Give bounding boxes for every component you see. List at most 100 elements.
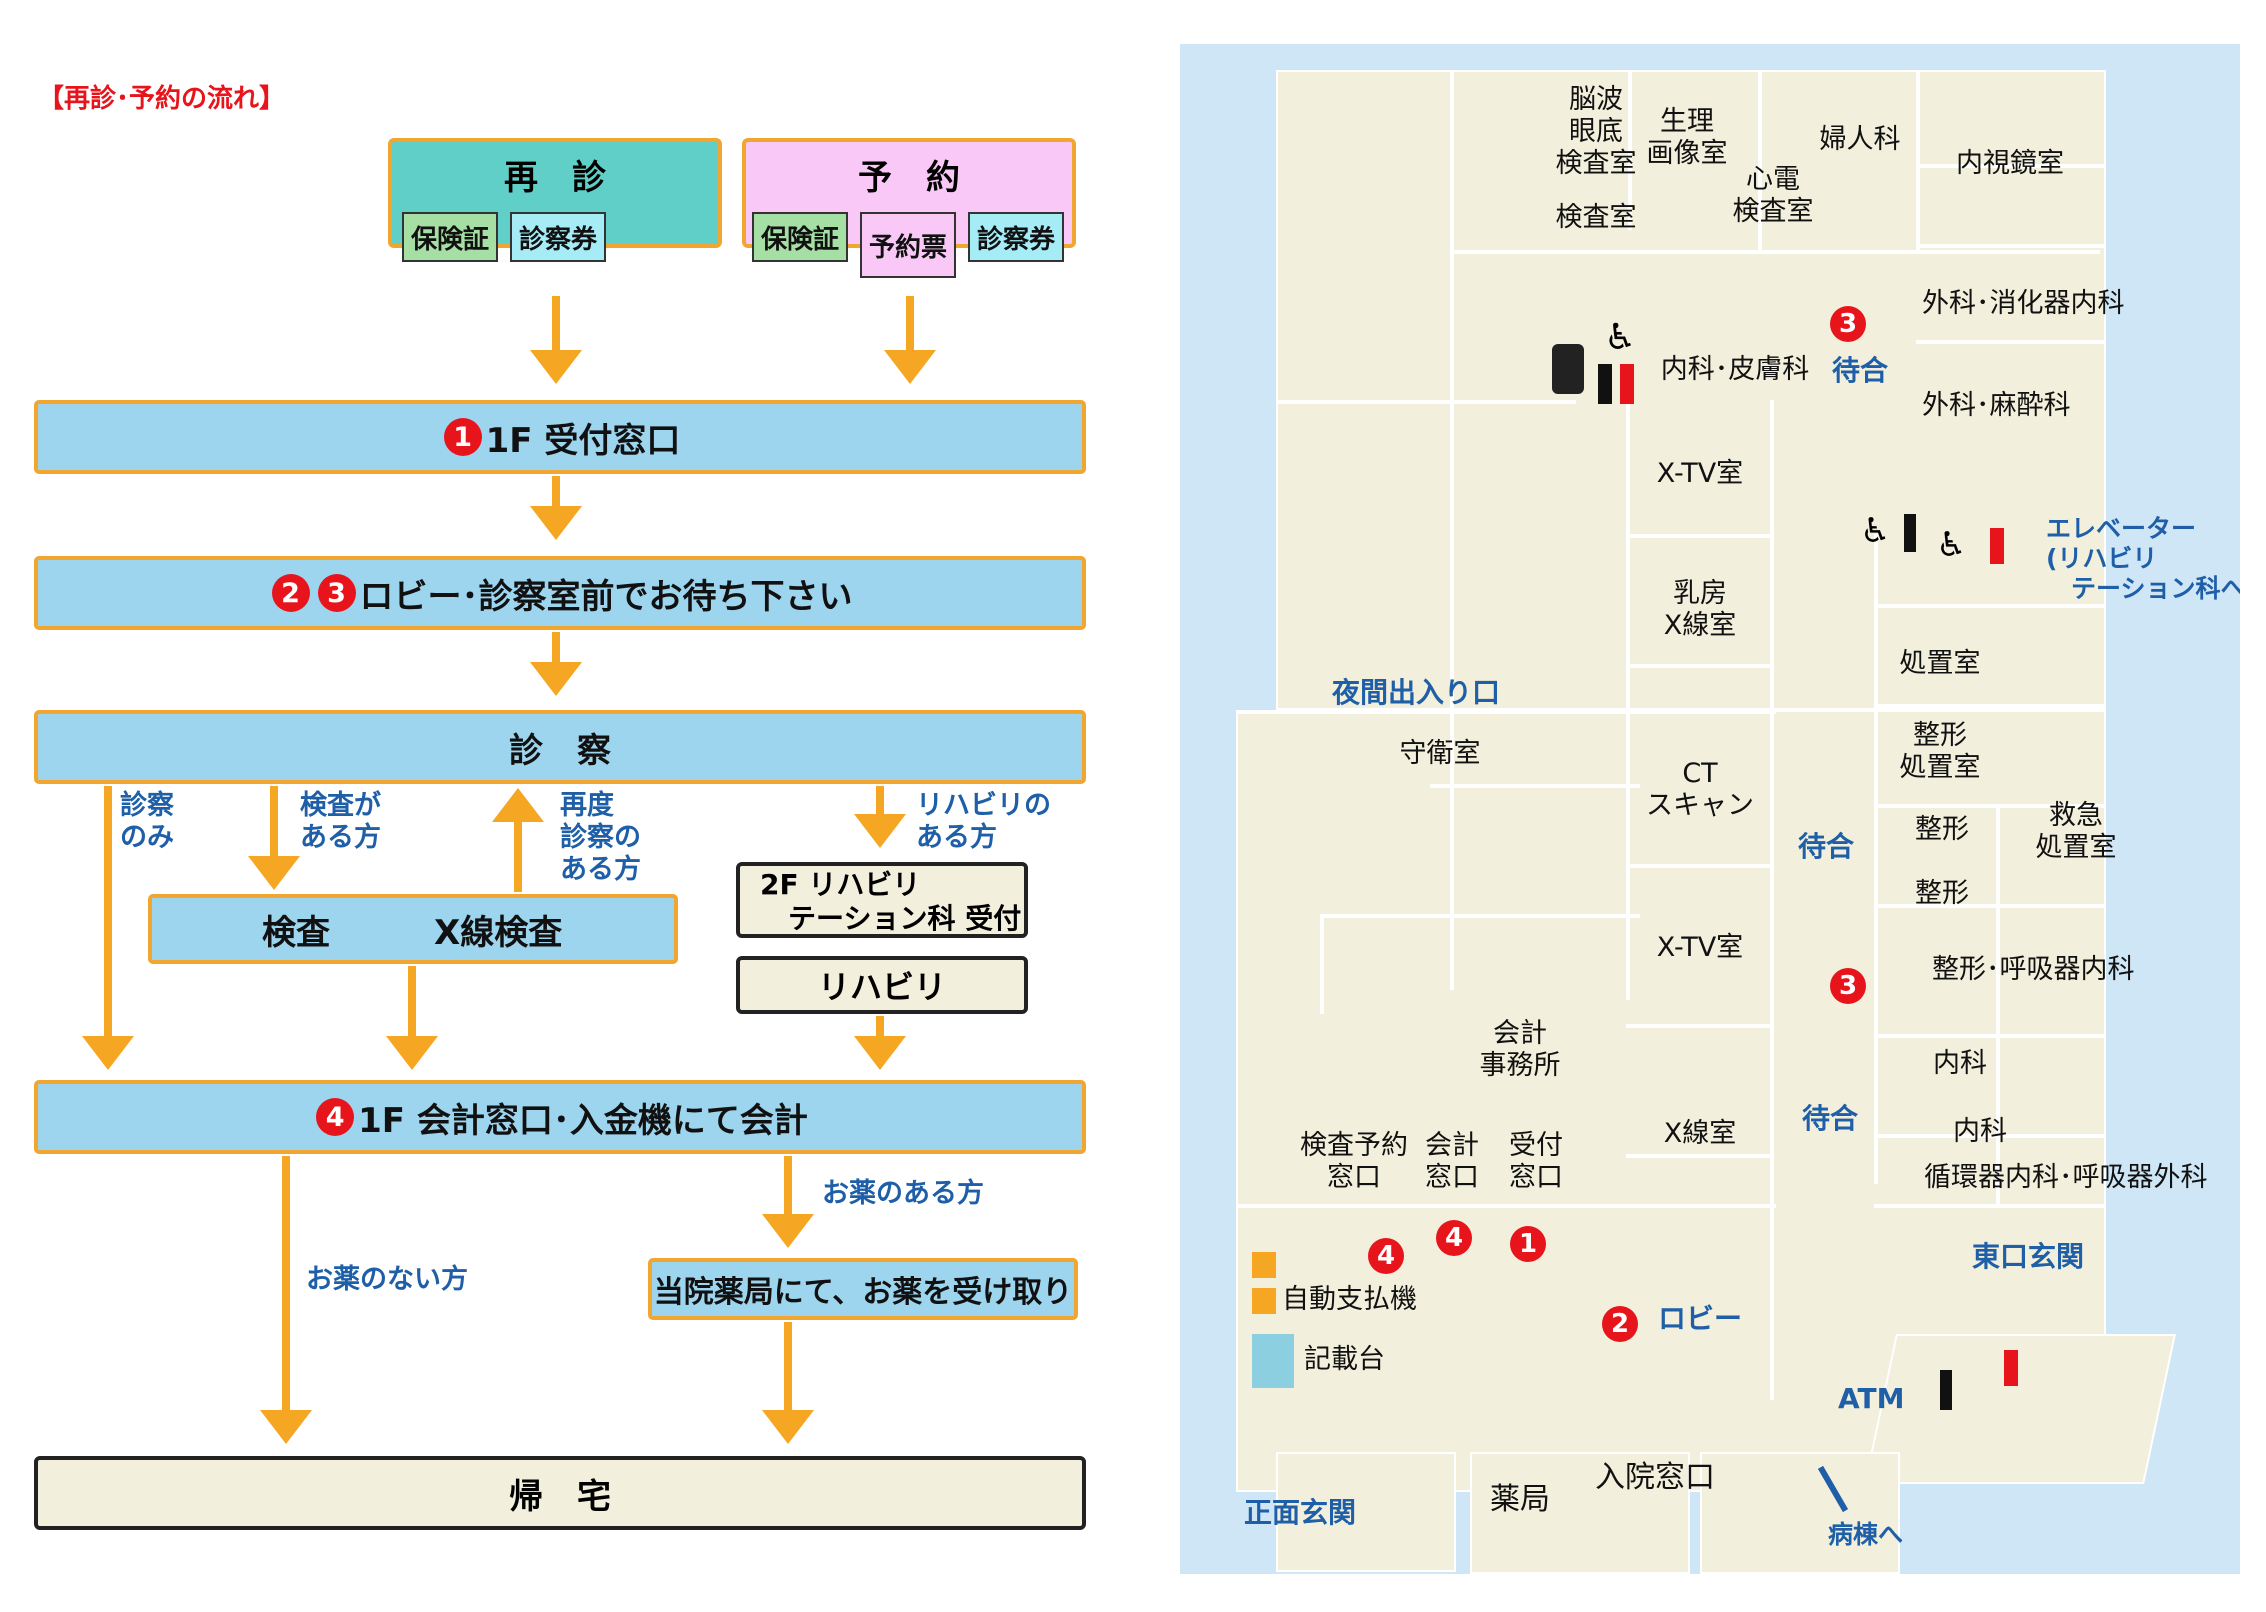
room-naika1: 内科 bbox=[1933, 1048, 1987, 1079]
room-shochi: 処置室 bbox=[1899, 648, 1981, 679]
step-number-2: 2 bbox=[271, 574, 310, 612]
room-seikei-kokyuki: 整形･呼吸器内科 bbox=[1932, 954, 2135, 985]
room-uketsuke-madoguchi: 受付 窓口 bbox=[1509, 1130, 1563, 1193]
room-nyubo: 乳房 X線室 bbox=[1663, 578, 1737, 641]
label-lobby: ロビー bbox=[1658, 1302, 1743, 1335]
arrow-down-icon bbox=[854, 814, 906, 848]
label-machiai-2: 待合 bbox=[1798, 830, 1855, 863]
room-naika-hifu: 内科･皮膚科 bbox=[1660, 354, 1810, 385]
label-elevator: エレベーター (リハビリ テーション科へ) bbox=[2046, 514, 2240, 603]
step1-text: 1F 受付窓口 bbox=[485, 420, 681, 461]
arrow-down-icon bbox=[530, 506, 582, 540]
rehab-reception-text: 2F リハビリ テーション科 受付 bbox=[760, 868, 1022, 935]
room-ct: CT スキャン bbox=[1646, 758, 1754, 821]
female-toilet-icon bbox=[1620, 364, 1634, 404]
label-higashi: 東口玄関 bbox=[1972, 1240, 2085, 1273]
step-number-4: 4 bbox=[316, 1098, 355, 1136]
xsen-kensa-label: X線検査 bbox=[434, 912, 563, 953]
room-junkanki: 循環器内科･呼吸器外科 bbox=[1924, 1162, 2208, 1193]
room-xtv2: X-TV室 bbox=[1656, 932, 1744, 963]
marker-4-left: 4 bbox=[1368, 1238, 1404, 1274]
yoyaku-chip-hokensho: 保険証 bbox=[752, 212, 848, 262]
room-seikei-shochi: 整形 処置室 bbox=[1899, 720, 1981, 783]
arrow-down-icon bbox=[884, 350, 936, 384]
marker-4-right: 4 bbox=[1436, 1220, 1472, 1256]
marker-2: 2 bbox=[1602, 1306, 1638, 1342]
with-medicine-label: お薬のある方 bbox=[822, 1178, 984, 1209]
step-number-3: 3 bbox=[317, 574, 356, 612]
room-kaikei-madoguchi: 会計 窓口 bbox=[1425, 1130, 1479, 1193]
writing-desk-icon bbox=[1252, 1334, 1294, 1388]
room-xsen: X線室 bbox=[1663, 1118, 1737, 1149]
room-kensashitsu: 検査室 bbox=[1555, 202, 1637, 233]
payment-machine-icon bbox=[1252, 1288, 1276, 1314]
without-medicine-label: お薬のない方 bbox=[306, 1264, 468, 1295]
room-nyuin: 入院窓口 bbox=[1595, 1460, 1715, 1495]
step1-reception-bar: 1 1F 受付窓口 bbox=[34, 400, 1086, 474]
label-atm: ATM bbox=[1838, 1382, 1905, 1415]
home-bar: 帰 宅 bbox=[34, 1456, 1086, 1530]
step4-text: 1F 会計窓口･入金機にて会計 bbox=[358, 1100, 808, 1141]
label-yakan: 夜間出入り口 bbox=[1332, 676, 1501, 709]
arrow-down-icon bbox=[530, 662, 582, 696]
step2-waiting-bar: 2 3 ロビー･診察室前でお待ち下さい bbox=[34, 556, 1086, 630]
label-jido-shiharai: 自動支払機 bbox=[1282, 1284, 1417, 1315]
arrow-down-icon bbox=[82, 1036, 134, 1070]
rehab-reception-box: 2F リハビリ テーション科 受付 bbox=[736, 862, 1028, 938]
step2-text: ロビー･診察室前でお待ち下さい bbox=[359, 576, 853, 617]
saishin-chip-shinsatsuken: 診察券 bbox=[510, 212, 606, 262]
wheelchair-icon: ♿ bbox=[1604, 317, 1637, 358]
room-geka-shoka: 外科･消化器内科 bbox=[1922, 288, 2125, 319]
room-naika2: 内科 bbox=[1953, 1116, 2007, 1147]
branch-label-saido: 再度 診察の ある方 bbox=[560, 790, 641, 885]
room-xtv1: X-TV室 bbox=[1656, 458, 1744, 489]
room-seiri: 生理 画像室 bbox=[1646, 106, 1728, 169]
arrow-down-icon bbox=[248, 856, 300, 890]
male-toilet-icon bbox=[1904, 514, 1916, 552]
label-kisaidai: 記載台 bbox=[1304, 1344, 1385, 1375]
arrow-down-icon bbox=[854, 1036, 906, 1070]
room-nouha: 脳波 眼底 検査室 bbox=[1555, 84, 1637, 179]
marker-1: 1 bbox=[1510, 1226, 1546, 1262]
branch-label-rehab: リハビリの ある方 bbox=[916, 790, 1051, 853]
rehab-box: リハビリ bbox=[736, 956, 1028, 1014]
wheelchair-icon: ♿ bbox=[1936, 525, 1967, 565]
kensa-label: 検査 bbox=[262, 912, 330, 953]
ostomate-icon bbox=[1552, 344, 1584, 394]
arrow-up-icon bbox=[492, 788, 544, 822]
saishin-chip-hokensho: 保険証 bbox=[402, 212, 498, 262]
arrow-down-icon bbox=[762, 1214, 814, 1248]
label-byoto: 病棟へ bbox=[1828, 1520, 1904, 1549]
room-geka-masui: 外科･麻酔科 bbox=[1922, 390, 2071, 421]
room-fujinka: 婦人科 bbox=[1819, 124, 1901, 155]
saishin-title: 再 診 bbox=[504, 158, 606, 198]
male-toilet-icon bbox=[1598, 364, 1612, 404]
room-naishikyo: 内視鏡室 bbox=[1956, 148, 2064, 179]
shinsatsu-bar: 診 察 bbox=[34, 710, 1086, 784]
arrow-down-icon bbox=[530, 350, 582, 384]
female-toilet-icon bbox=[1990, 528, 2004, 564]
floor-map: 脳波 眼底 検査室 生理 画像室 婦人科 内視鏡室 検査室 心電 検査室 外科･… bbox=[1180, 44, 2240, 1574]
flow-title: 【再診･予約の流れ】 bbox=[38, 84, 286, 114]
pharmacy-box: 当院薬局にて、お薬を受け取り bbox=[648, 1258, 1078, 1320]
arrow-down-icon bbox=[386, 1036, 438, 1070]
marker-3-upper: 3 bbox=[1830, 306, 1866, 342]
arrow-down-icon bbox=[260, 1410, 312, 1444]
room-seikei2: 整形 bbox=[1915, 878, 1969, 909]
payment-machine-icon bbox=[1252, 1252, 1276, 1278]
room-shinden: 心電 検査室 bbox=[1732, 164, 1814, 227]
room-yakkyoku: 薬局 bbox=[1490, 1482, 1550, 1517]
label-shomen: 正面玄関 bbox=[1244, 1496, 1357, 1529]
room-kaikei-jimu: 会計 事務所 bbox=[1479, 1018, 1561, 1081]
marker-3-lower: 3 bbox=[1830, 968, 1866, 1004]
room-kyukyu: 救急 処置室 bbox=[2035, 800, 2117, 863]
kensa-box: 検査 X線検査 bbox=[148, 894, 678, 964]
label-machiai-1: 待合 bbox=[1832, 354, 1889, 387]
branch-label-only: 診察 のみ bbox=[120, 790, 174, 853]
branch-label-kensa: 検査が ある方 bbox=[300, 790, 381, 853]
label-machiai-3: 待合 bbox=[1802, 1102, 1859, 1135]
wheelchair-icon: ♿ bbox=[1860, 511, 1891, 551]
male-toilet-icon bbox=[1940, 1370, 1952, 1410]
home-text: 帰 宅 bbox=[509, 1476, 611, 1517]
room-kensa-yoyaku: 検査予約 窓口 bbox=[1300, 1130, 1408, 1193]
